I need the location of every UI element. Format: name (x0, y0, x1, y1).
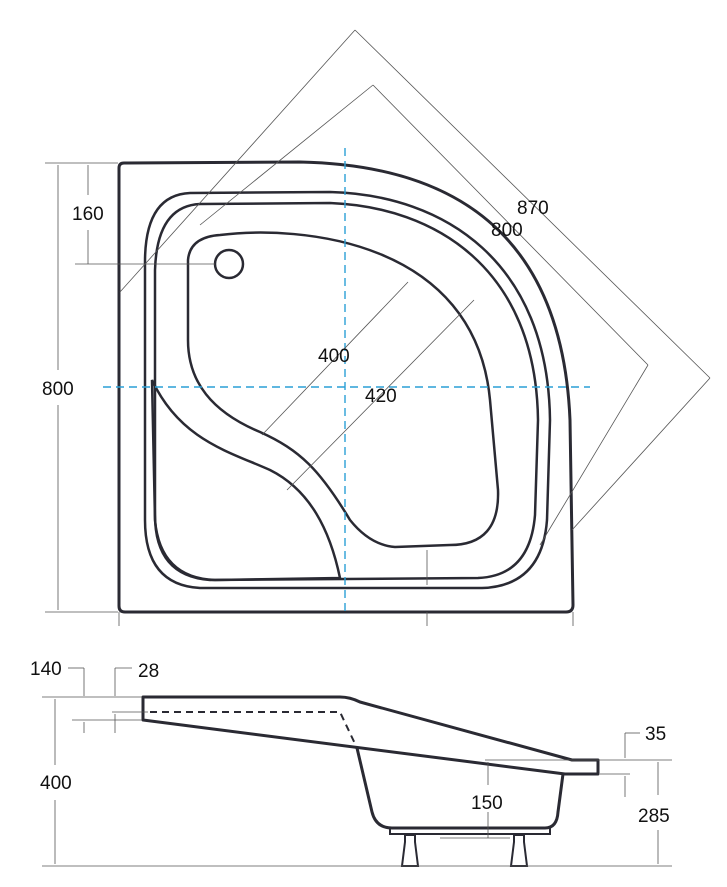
dim-rim-front: 140 (30, 659, 62, 680)
dim-depth: 800 (42, 379, 74, 400)
tub-side-outline (141, 695, 600, 776)
dim-drain-offset: 160 (72, 204, 104, 225)
seat-outline (150, 379, 342, 582)
dim-right-rim: 35 (645, 724, 666, 745)
dim-rim-thickness: 28 (138, 661, 159, 682)
basin-outline (186, 231, 500, 549)
base-plate (389, 827, 551, 835)
top-view: 160 800 870 800 400 420 (42, 29, 711, 626)
tub-outer-outline (117, 160, 575, 614)
dim-diagonal-outer: 870 (517, 198, 549, 219)
side-dimension-lines (42, 667, 672, 867)
rim-inner-step (153, 201, 540, 582)
dim-right-height: 285 (638, 806, 670, 827)
dim-diagonal-inner: 800 (491, 220, 523, 241)
dim-basin-radius-a: 400 (318, 346, 350, 367)
leg-right (509, 834, 529, 867)
hidden-line (150, 711, 358, 749)
dimension-lines (45, 29, 711, 626)
rim-inner-outline (143, 190, 552, 590)
side-view: 140 28 400 35 150 285 (30, 659, 672, 867)
dim-basin-radius-b: 420 (365, 386, 397, 407)
dim-inner-depth: 150 (471, 793, 503, 814)
leg-left (400, 834, 420, 867)
dim-total-height: 400 (40, 773, 72, 794)
drain-icon (213, 248, 245, 280)
